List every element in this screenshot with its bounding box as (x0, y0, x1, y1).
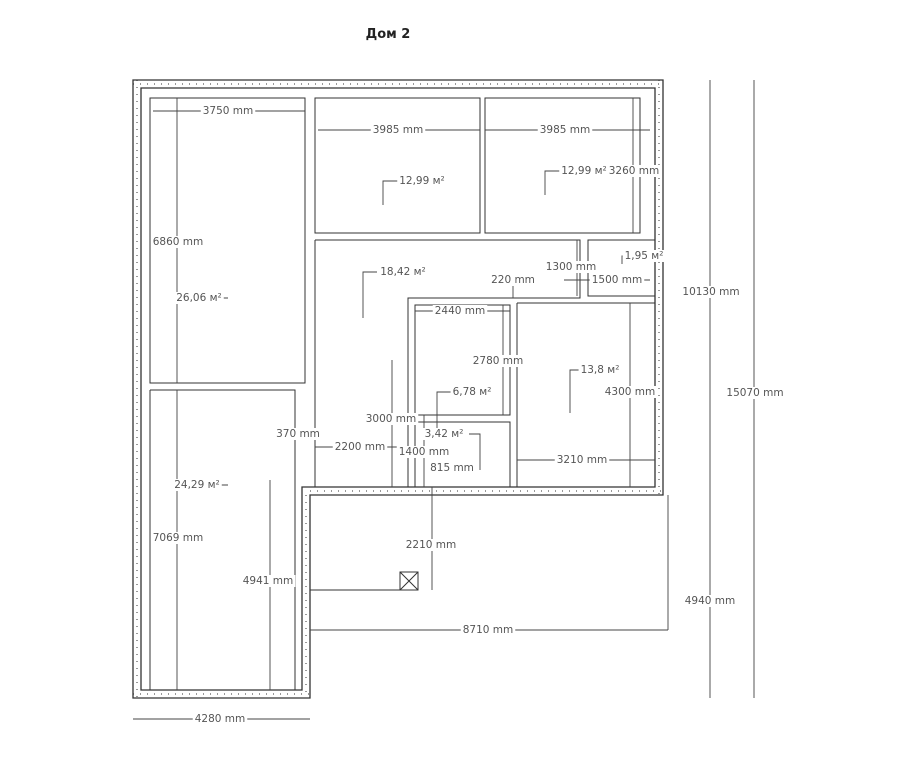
label-background (622, 250, 666, 262)
label-background (460, 624, 516, 636)
dimension-label: 1300 mm (546, 261, 597, 273)
dimension-label: 2200 mm (335, 441, 386, 453)
room-area-label: 26,06 м² (176, 292, 222, 304)
outer-walls (132, 79, 664, 699)
dimension-label: 4280 mm (195, 713, 246, 725)
label-background (724, 387, 786, 399)
label-background (150, 532, 206, 544)
label-background (200, 105, 256, 117)
dimension-label: 3210 mm (557, 454, 608, 466)
room-area-label: 12,99 м² (399, 175, 445, 187)
label-background (450, 386, 494, 398)
label-background (422, 428, 466, 440)
dimension-label: 3260 mm (609, 165, 660, 177)
dimension-label: 2440 mm (435, 305, 486, 317)
label-background (378, 266, 428, 278)
label-background (432, 305, 488, 317)
label-background (240, 575, 296, 587)
dimension-label: 815 mm (430, 462, 474, 474)
dimension-label: 3985 mm (373, 124, 424, 136)
label-background (537, 124, 593, 136)
dimension-label: 8710 mm (463, 624, 514, 636)
label-background (370, 124, 426, 136)
label-background (554, 454, 610, 466)
dimension-label: 370 mm (276, 428, 320, 440)
label-background (397, 175, 447, 187)
label-background (332, 441, 388, 453)
room-area-label: 24,29 м² (174, 479, 220, 491)
dimension-label: 2780 mm (473, 355, 524, 367)
label-background (543, 261, 599, 273)
label-background (606, 165, 662, 177)
dimension-label: 3750 mm (203, 105, 254, 117)
room-area-label: 6,78 м² (453, 386, 492, 398)
room-area-label: 18,42 м² (380, 266, 426, 278)
label-background (680, 286, 742, 298)
interior-walls (149, 97, 656, 690)
dimension-label: 3000 mm (366, 413, 417, 425)
dimension-label: 6860 mm (153, 236, 204, 248)
plan-title: Дом 2 (366, 27, 411, 42)
dimension-label: 15070 mm (726, 387, 783, 399)
dimension-label: 2210 mm (406, 539, 457, 551)
label-background (602, 386, 658, 398)
label-background (470, 355, 526, 367)
dimension-label: 7069 mm (153, 532, 204, 544)
label-background (578, 364, 622, 376)
label-background (150, 236, 206, 248)
label-background (489, 274, 537, 286)
room-area-labels: 12,99 м² 12,99 м² 26,06 м² 18,42 м² 1,95… (172, 165, 666, 491)
dimension-label: 4300 mm (605, 386, 656, 398)
label-background (363, 413, 419, 425)
room-area-label: 13,8 м² (581, 364, 620, 376)
label-background (274, 428, 322, 440)
dimension-labels: 3750 mm 3985 mm 3985 mm 3260 mm 6860 mm … (150, 105, 786, 725)
room-area-label: 3,42 м² (425, 428, 464, 440)
dimension-label: 3985 mm (540, 124, 591, 136)
dimension-label: 10130 mm (682, 286, 739, 298)
label-background (428, 462, 476, 474)
label-background (559, 165, 609, 177)
label-background (682, 595, 738, 607)
room-area-label: 1,95 м² (625, 250, 664, 262)
dimension-label: 4940 mm (685, 595, 736, 607)
room-area-label: 12,99 м² (561, 165, 607, 177)
dimension-label: 1500 mm (592, 274, 643, 286)
dimension-label: 1400 mm (399, 446, 450, 458)
dimension-label: 220 mm (491, 274, 535, 286)
dimension-label: 4941 mm (243, 575, 294, 587)
label-background (174, 292, 224, 304)
label-background (192, 713, 248, 725)
label-background (589, 274, 645, 286)
label-background (403, 539, 459, 551)
label-background (396, 446, 452, 458)
label-background (172, 479, 222, 491)
